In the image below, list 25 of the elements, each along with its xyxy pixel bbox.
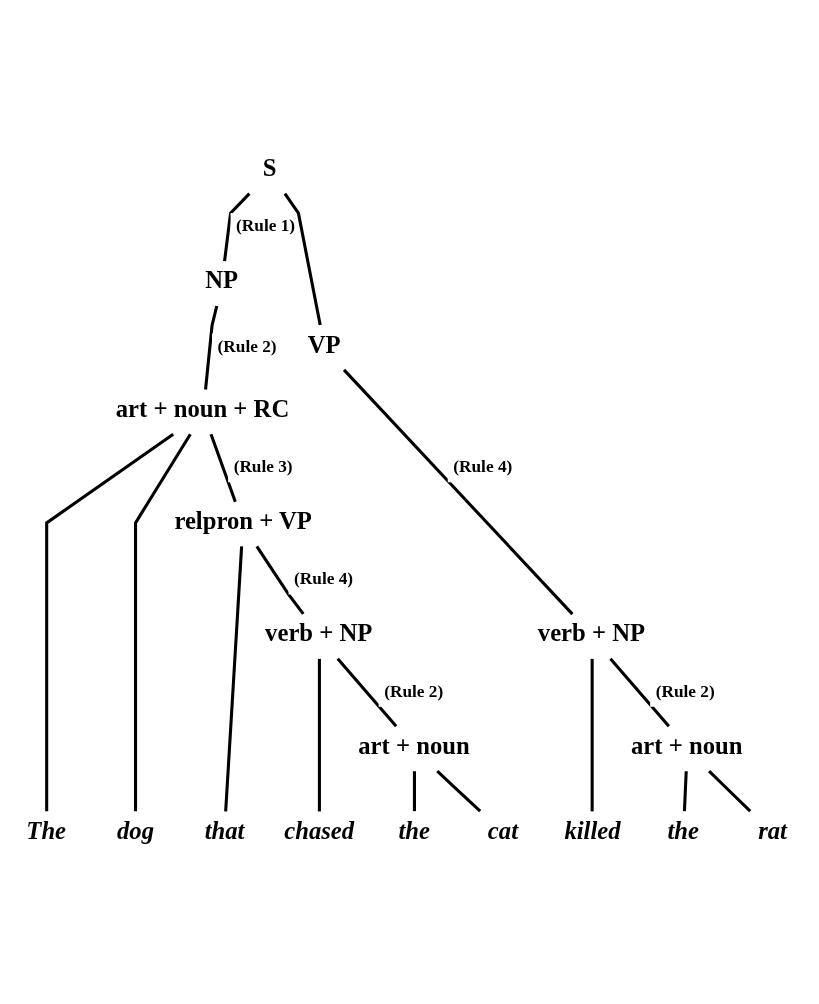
node-text: art + noun + RC — [115, 394, 290, 422]
node-text: The — [26, 816, 67, 844]
node-text: rat — [758, 816, 787, 844]
edge-label: (Rule 2) — [384, 681, 444, 700]
edge-label: (Rule 4) — [294, 568, 354, 588]
edge-label: (Rule 2) — [217, 336, 277, 356]
node-text: the — [398, 816, 430, 844]
edge-label: (Rule 4) — [453, 456, 513, 476]
node-text: that — [204, 816, 245, 844]
node-text: VP — [307, 330, 341, 358]
node-text: relpron + VP — [174, 506, 312, 534]
node-text: S — [262, 153, 277, 181]
node-text: dog — [117, 816, 155, 844]
node-text: verb + NP — [265, 618, 373, 646]
edge-label: (Rule 3) — [233, 456, 293, 476]
node-text: cat — [487, 816, 519, 844]
node-text: killed — [564, 816, 621, 844]
node-text: NP — [205, 265, 239, 293]
node-text: art + noun — [631, 731, 743, 759]
node-text: the — [667, 816, 699, 844]
edge-label: (Rule 1) — [236, 215, 296, 235]
edge-label: (Rule 2) — [655, 681, 715, 700]
node-text: verb + NP — [537, 618, 646, 646]
node-text: art + noun — [358, 731, 470, 759]
node-text: chased — [284, 816, 355, 844]
